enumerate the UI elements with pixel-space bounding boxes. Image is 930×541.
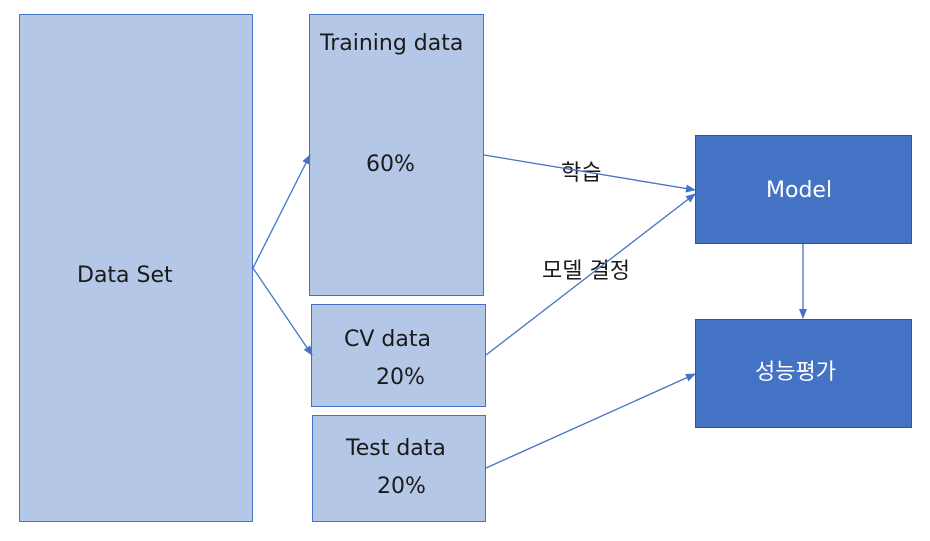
cv-data-box — [311, 304, 486, 407]
model-box — [695, 135, 912, 244]
evaluation-box — [695, 319, 912, 428]
arrow-test-to-evaluation — [485, 373, 696, 469]
test-data-label: Test data — [346, 436, 446, 461]
evaluation-label: 성능평가 — [755, 360, 836, 385]
training-data-label: Training data — [320, 31, 464, 56]
dataset-box — [19, 14, 253, 522]
arrow-dataset-to-training — [252, 154, 311, 269]
test-data-percent: 20% — [377, 474, 426, 499]
training-data-percent: 60% — [366, 152, 415, 177]
cv-data-percent: 20% — [376, 365, 425, 390]
model-label: Model — [766, 178, 833, 203]
edge-label-cv-to-model: 모델 결정 — [542, 259, 630, 284]
training-data-box — [309, 14, 484, 296]
cv-data-label: CV data — [344, 327, 431, 352]
arrow-dataset-to-cv — [252, 267, 313, 356]
dataset-label: Data Set — [77, 263, 173, 288]
test-data-box — [312, 415, 486, 522]
edge-label-train-to-model: 학습 — [561, 161, 602, 186]
